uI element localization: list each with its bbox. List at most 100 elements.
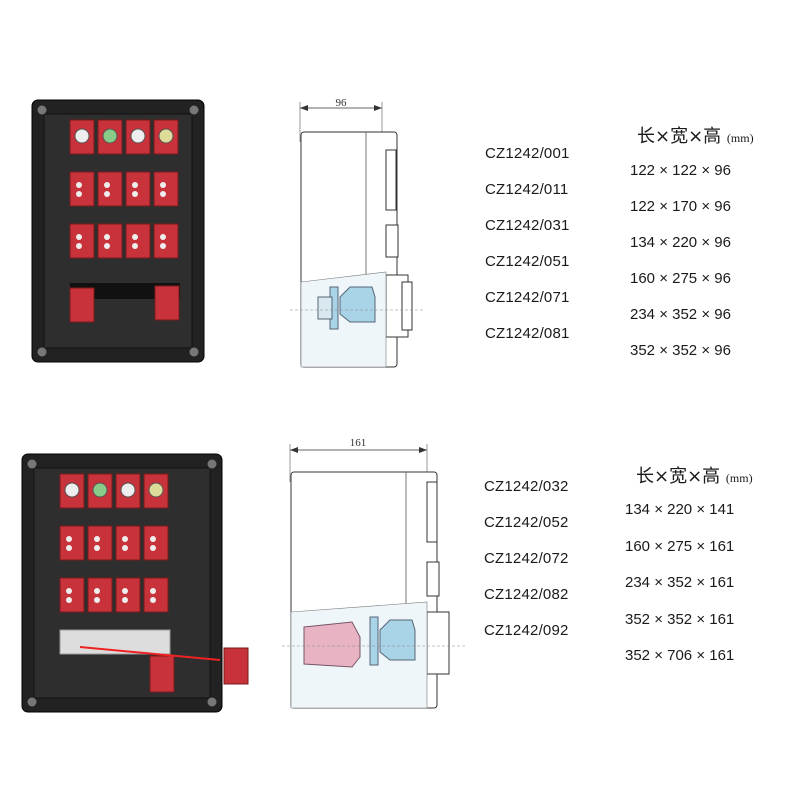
depth-label-bottom: 161 [350,437,367,449]
socket-module [153,223,179,259]
pilot-light-icon [64,482,80,498]
arrow-icon [79,646,221,661]
header-text: 长×宽×高 [636,466,721,487]
socket-module [69,171,95,207]
pilot-light-icon [120,482,136,498]
terminal-icon [94,545,100,551]
dimension-value: 160 × 275 × 161 [625,537,735,555]
terminal-icon [104,243,110,249]
side-drawing-bottom: 161 [282,437,467,709]
terminal-icon [132,182,138,188]
terminal-icon [66,597,72,603]
terminal-icon [150,588,156,594]
model-number: CZ1242/052 [484,514,569,531]
model-number: CZ1242/001 [485,145,570,162]
terminal-icon [66,545,72,551]
terminal-icon [122,597,128,603]
socket-module [125,223,151,259]
terminal-icon [132,234,138,240]
terminal-icon [104,234,110,240]
model-number: CZ1242/081 [485,325,570,342]
socket-module [154,285,180,321]
terminal-icon [160,234,166,240]
pilot-light-icon [102,128,118,144]
terminal-icon [160,243,166,249]
socket-module [59,525,85,561]
terminal-icon [94,588,100,594]
dimension-value: 234 × 352 × 161 [625,574,735,591]
dimension-value: 352 × 352 × 96 [630,342,731,359]
depth-label-top: 96 [336,97,348,109]
model-number: CZ1242/082 [484,586,569,603]
socket-module [69,223,95,259]
dimensions-header-bottom: 长×宽×高 (mm) [636,462,753,488]
terminal-icon [122,588,128,594]
dimension-value: 352 × 352 × 161 [625,610,735,628]
terminal-icon [94,536,100,542]
model-number: CZ1242/051 [485,253,570,270]
socket-module [87,577,113,613]
terminal-icon [150,536,156,542]
socket-module [87,525,113,561]
model-number: CZ1242/072 [484,550,569,567]
screw-icon [206,696,218,708]
model-number: CZ1242/032 [484,478,569,495]
dimension-value: 160 × 275 × 96 [630,270,731,287]
screw-icon [36,104,48,116]
pilot-light-icon [158,128,174,144]
terminal-icon [66,588,72,594]
model-number: CZ1242/092 [484,622,569,639]
dimension-value: 234 × 352 × 96 [630,306,731,323]
socket-module [97,171,123,207]
terminal-icon [76,191,82,197]
terminal-icon [76,182,82,188]
dimension-value: 122 × 170 × 96 [630,198,731,215]
socket-module [97,223,123,259]
socket-module [69,287,95,323]
dimension-value: 352 × 706 × 161 [625,647,735,664]
pilot-light-icon [148,482,164,498]
side-drawing-top: 96 [290,97,425,368]
socket-module [143,525,169,561]
terminal-icon [94,597,100,603]
pilot-light-icon [130,128,146,144]
din-rail [70,283,180,299]
header-unit: (mm) [726,131,754,145]
socket-module [149,655,175,693]
terminal-icon [76,243,82,249]
screw-icon [188,346,200,358]
socket-module [153,171,179,207]
model-number: CZ1242/031 [485,217,570,234]
terminal-icon [150,597,156,603]
socket-module [223,647,249,685]
terminal-icon [122,536,128,542]
terminal-icon [160,182,166,188]
socket-module [143,577,169,613]
terminal-icon [160,191,166,197]
terminal-icon [66,536,72,542]
socket-module [125,171,151,207]
pilot-light-icon [92,482,108,498]
socket-module [115,525,141,561]
terminal-icon [132,191,138,197]
dimension-value: 122 × 122 × 96 [630,162,731,179]
terminal-icon [104,182,110,188]
model-number: CZ1242/011 [485,181,569,198]
enclosure-photo-top [31,99,205,363]
model-number: CZ1242/071 [485,289,570,306]
terminal-icon [150,545,156,551]
screw-icon [206,458,218,470]
screw-icon [26,458,38,470]
terminal-icon [76,234,82,240]
pilot-light-icon [74,128,90,144]
dimensions-header-top: 长×宽×高 (mm) [637,122,754,148]
header-text: 长×宽×高 [637,126,722,147]
screw-icon [26,696,38,708]
socket-module [59,577,85,613]
terminal-icon [122,545,128,551]
dimension-value: 134 × 220 × 96 [630,234,731,251]
terminal-icon [132,243,138,249]
socket-module [115,577,141,613]
terminal-icon [104,191,110,197]
enclosure-photo-bottom [21,453,249,713]
